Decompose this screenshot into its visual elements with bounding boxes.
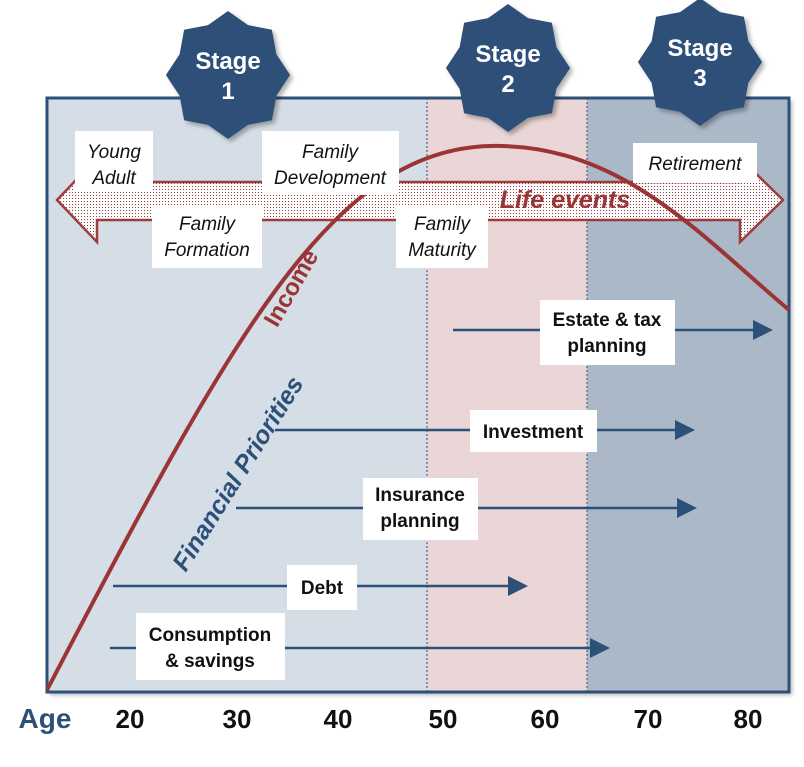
age-tick-label: 80: [734, 704, 763, 734]
svg-text:Consumption: Consumption: [149, 625, 271, 646]
svg-text:Investment: Investment: [483, 422, 584, 443]
svg-text:Adult: Adult: [91, 168, 136, 189]
svg-text:Family: Family: [414, 214, 471, 235]
age-tick-label: 60: [531, 704, 560, 734]
svg-text:planning: planning: [380, 511, 459, 532]
svg-text:Formation: Formation: [164, 240, 250, 261]
priority-estate-tax: Estate & tax planning: [453, 300, 773, 365]
age-tick-label: 50: [429, 704, 458, 734]
svg-text:Insurance: Insurance: [375, 485, 465, 506]
event-family-development: Family Development: [262, 131, 399, 195]
svg-text:Family: Family: [302, 142, 359, 163]
event-family-formation: Family Formation: [152, 205, 262, 268]
svg-text:& savings: & savings: [165, 651, 255, 672]
priority-investment: Investment: [275, 410, 695, 452]
event-family-maturity: Family Maturity: [396, 205, 488, 268]
svg-text:planning: planning: [567, 336, 646, 357]
svg-text:Development: Development: [274, 168, 387, 189]
event-young-adult: Young Adult: [75, 131, 153, 191]
svg-text:Estate & tax: Estate & tax: [553, 310, 662, 331]
stage-label: Stage: [195, 48, 260, 75]
age-tick-label: 40: [324, 704, 353, 734]
priority-debt: Debt: [113, 565, 528, 610]
octagram-shape: [445, 4, 571, 132]
life-events-title: Life events: [500, 186, 631, 214]
stage-label: 1: [221, 78, 234, 105]
svg-text:Debt: Debt: [301, 578, 344, 599]
stage-label: 2: [501, 71, 514, 98]
age-tick-label: 20: [116, 704, 145, 734]
svg-text:Maturity: Maturity: [408, 240, 477, 261]
age-tick-label: 70: [634, 704, 663, 734]
svg-text:Retirement: Retirement: [649, 154, 743, 175]
stage-2-badge: Stage 2: [445, 4, 571, 132]
octagram-shape: [637, 0, 763, 126]
age-tick-label: 30: [223, 704, 252, 734]
stage-1-badge: Stage 1: [165, 11, 291, 139]
octagram-shape: [165, 11, 291, 139]
stage-label: Stage: [667, 35, 732, 62]
svg-text:Young: Young: [87, 142, 141, 163]
stage-label: Stage: [475, 41, 540, 68]
event-retirement: Retirement: [633, 143, 757, 183]
stage-label: 3: [693, 65, 706, 92]
age-axis-label: Age: [19, 703, 72, 734]
stage-3-badge: Stage 3: [637, 0, 763, 126]
priority-consumption-savings: Consumption & savings: [110, 613, 610, 680]
svg-text:Family: Family: [179, 214, 236, 235]
priority-insurance: Insurance planning: [236, 478, 697, 540]
income-curve: [45, 143, 791, 691]
